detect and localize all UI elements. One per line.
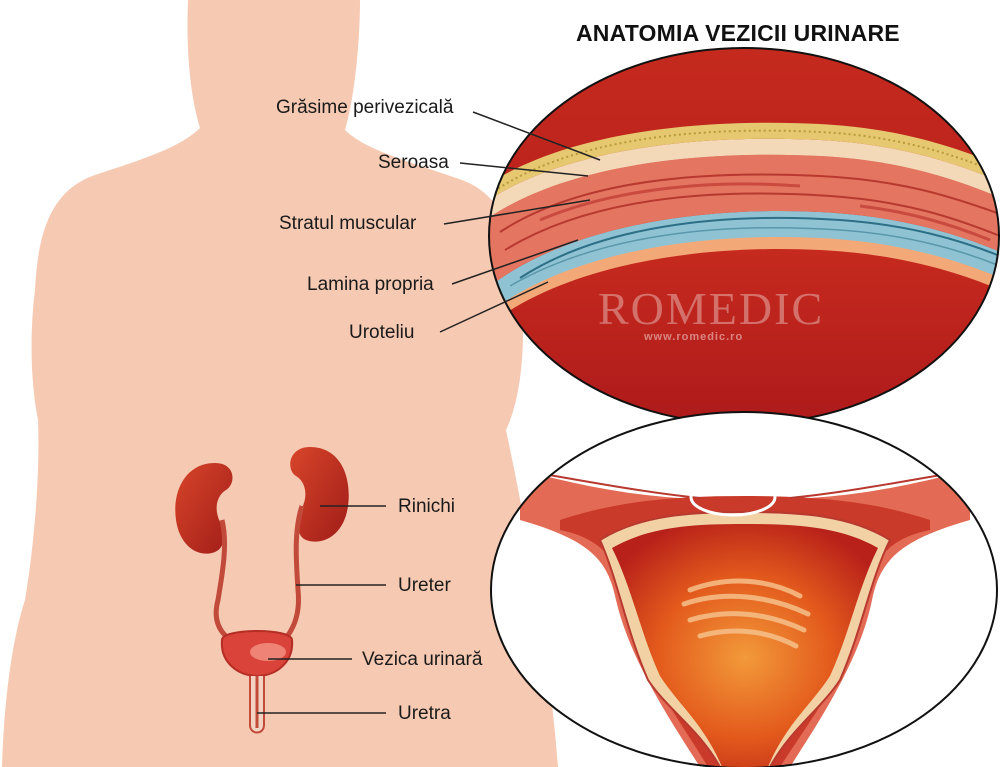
brand-url: www.romedic.ro [644,331,744,343]
brand-watermark: ROMEDIC [598,283,825,334]
bladder-wall-zoom [488,47,1000,425]
kidney-left [175,463,233,554]
ureter-left [213,519,230,640]
page-title: ANATOMIA VEZICII URINARE [576,20,900,46]
label-lamina-propria: Lamina propria [307,274,434,295]
label-muscular-layer: Stratul muscular [279,213,417,234]
label-kidneys: Rinichi [398,496,456,517]
ureter-right [283,505,305,640]
label-urothelium: Uroteliu [349,322,415,343]
bladder-section-zoom [490,411,998,767]
label-bladder: Vezica urinară [362,649,483,670]
wall-detail-marker [689,477,777,517]
label-ureter: Ureter [398,575,451,596]
body-silhouette [2,0,558,767]
label-perivesical-fat: Grăsime perivezicală [276,97,454,118]
label-urethra: Uretra [398,703,451,724]
kidney-right [290,447,349,542]
label-serosa: Seroasa [378,152,449,173]
leader-lines [257,111,601,714]
